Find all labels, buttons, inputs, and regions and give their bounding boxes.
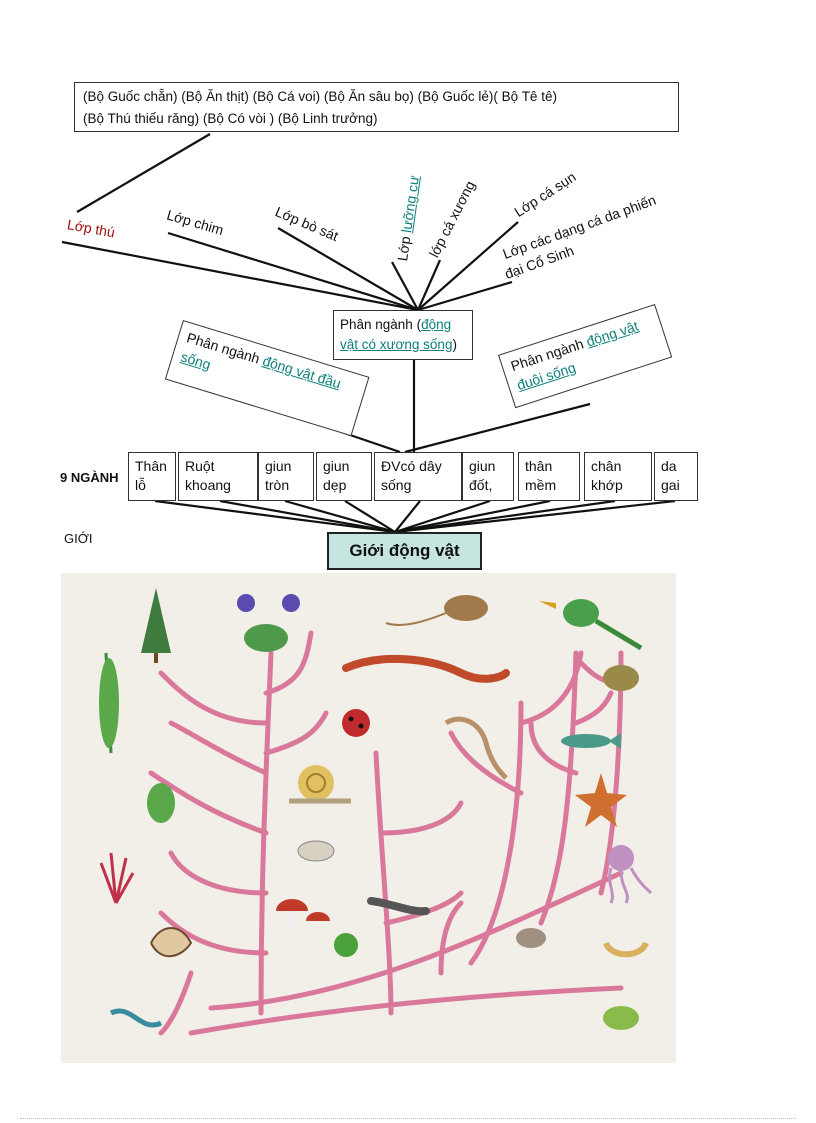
subphylum-vertebrata-box: Phân ngành (động vật có xương sống) <box>333 310 473 360</box>
phylum-line-2: mềm <box>525 477 557 493</box>
phylum-porifera: Thân lỗ <box>128 452 176 501</box>
phylum-line-2: sống <box>381 477 412 493</box>
clam-icon <box>297 840 335 862</box>
moss-icon <box>147 783 175 823</box>
phylum-nematoda: giun tròn <box>258 452 314 501</box>
leech-icon <box>367 897 430 916</box>
phylum-mollusca: thân mềm <box>518 452 580 501</box>
phylum-line-2: đốt, <box>469 477 493 493</box>
phylum-line-2: khoang <box>185 477 231 493</box>
starfish-icon <box>575 773 627 827</box>
bird-icon <box>539 599 643 651</box>
tree-of-life-svg <box>99 588 653 1036</box>
snail-icon <box>289 765 351 804</box>
worm-icon <box>444 716 508 780</box>
mouse-icon <box>385 595 488 626</box>
phylum-line-1: giun <box>265 458 292 474</box>
octopus-icon <box>608 845 653 904</box>
fish-icon <box>561 733 621 749</box>
mite-icon <box>516 928 546 948</box>
orders-line-2: (Bộ Thú thiếu răng) (Bộ Có vòi ) (Bộ Lin… <box>83 111 378 126</box>
phylum-line-2: dẹp <box>323 477 347 493</box>
seaweed-icon <box>99 852 135 904</box>
phylum-line-1: Thân <box>135 458 167 474</box>
phylum-line-1: Ruột <box>185 458 215 474</box>
orders-line-1: (Bộ Guốc chẵn) (Bộ Ăn thịt) (Bộ Cá voi) … <box>83 89 557 104</box>
phylum-echinodermata: da gai <box>654 452 698 501</box>
diagram-connectors <box>61 133 676 534</box>
sponge-icon <box>603 1006 639 1030</box>
phylum-platyhelminthes: giun dẹp <box>316 452 372 501</box>
frog-icon <box>603 665 639 691</box>
phylum-line-1: thân <box>525 458 553 474</box>
vertebrata-suffix: ) <box>452 337 457 352</box>
phylum-line-1: giun <box>323 458 350 474</box>
phylum-line-2: gai <box>661 477 680 493</box>
phylum-line-1: ĐVcó dây <box>381 458 442 474</box>
phylum-cnidaria: Ruột khoang <box>178 452 258 501</box>
conifer-icon <box>141 588 171 663</box>
phylum-line-1: giun <box>469 458 496 474</box>
phylum-chordata: ĐVcó dây sống <box>374 452 462 501</box>
tree-of-life-illustration <box>61 573 676 1063</box>
kingdom-label: GIỚI <box>64 531 93 546</box>
phylum-annelida: giun đốt, <box>462 452 514 501</box>
phylum-line-1: da <box>661 458 677 474</box>
flagellate-icon <box>109 1008 163 1028</box>
fern-icon <box>99 652 119 754</box>
vertebrata-prefix: Phân ngành ( <box>340 317 422 332</box>
lizard-icon <box>342 654 510 683</box>
phylum-line-2: khớp <box>591 477 623 493</box>
mushroom-icon <box>276 899 330 927</box>
phylum-line-2: lỗ <box>135 477 146 493</box>
kingdom-box: Giới động vật <box>327 532 482 570</box>
orders-box: (Bộ Guốc chẵn) (Bộ Ăn thịt) (Bộ Cá voi) … <box>74 82 679 132</box>
sea-anemone-icon <box>603 941 649 958</box>
pollen-icon <box>334 933 358 957</box>
vertebrata-link[interactable]: động vật có xương sống <box>340 317 453 352</box>
phylum-line-2: tròn <box>265 477 290 493</box>
ladybug-icon <box>342 709 370 737</box>
page-bottom-divider <box>20 1118 796 1119</box>
phyla-label: 9 NGÀNH <box>60 470 119 485</box>
violet-flower-icon <box>237 594 300 652</box>
octocoral-icon <box>150 927 193 958</box>
phylum-arthropoda: chân khớp <box>584 452 652 501</box>
phylum-line-1: chân <box>591 458 622 474</box>
